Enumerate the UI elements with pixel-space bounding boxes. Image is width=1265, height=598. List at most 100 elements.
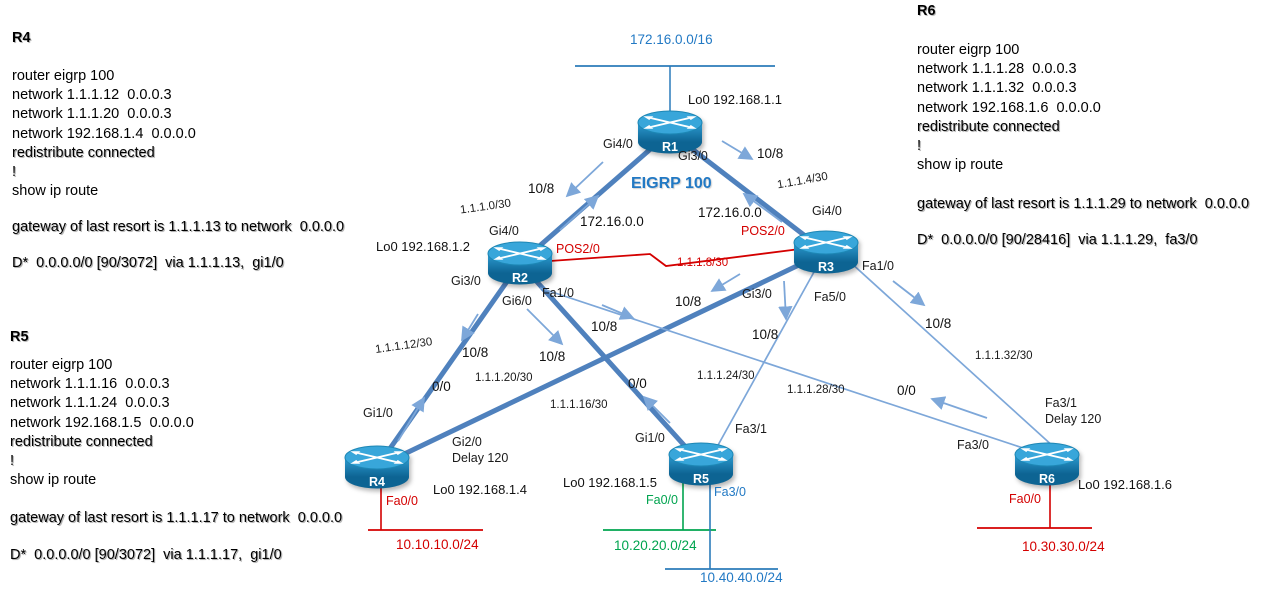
r3-fa1-0-label: Fa1/0 xyxy=(862,259,894,273)
router-name: R2 xyxy=(512,271,528,285)
router-icon: R4 xyxy=(344,445,410,489)
config-line: show ip route xyxy=(12,183,99,200)
router-name: R6 xyxy=(1039,472,1055,486)
router-icon: R2 xyxy=(487,241,553,285)
config-line: redistribute connected xyxy=(917,118,1060,135)
config-line: router eigrp 100 xyxy=(917,42,1020,58)
router-name: R5 xyxy=(693,472,709,486)
r6-loopback-label: Lo0 192.168.1.6 xyxy=(1078,477,1172,492)
r1-gi3-0-label: Gi3/0 xyxy=(678,149,708,163)
link-r3-r6 xyxy=(849,261,1056,449)
config-line: network 1.1.1.12 0.0.0.3 xyxy=(12,87,172,104)
r5-route-line: D* 0.0.0.0/0 [90/3072] via 1.1.1.17, gi1… xyxy=(10,547,282,563)
config-line: router eigrp 100 xyxy=(10,357,113,373)
r5-loopback-label: Lo0 192.168.1.5 xyxy=(563,475,657,490)
arrow-10-8-r2-to-r4 xyxy=(461,313,479,342)
r3-gi4-0-label: Gi4/0 xyxy=(812,204,842,218)
net-1-1-1-20-label: 1.1.1.20/30 xyxy=(475,372,533,384)
r4-route-line: D* 0.0.0.0/0 [90/3072] via 1.1.1.13, gi1… xyxy=(12,255,284,271)
net-1-1-1-8-label: 1.1.1.8/30 xyxy=(677,257,729,269)
r6-fa3-1-label: Fa3/1 xyxy=(1045,396,1077,410)
r5-gi1-0-label: Gi1/0 xyxy=(635,431,665,445)
r4-config-block: R4 router eigrp 100 network 1.1.1.12 0.0… xyxy=(12,30,362,271)
r1-loopback-label: Lo0 192.168.1.1 xyxy=(688,92,782,107)
config-line: redistribute connected xyxy=(12,144,155,161)
r5-config-block: R5 router eigrp 100 network 1.1.1.16 0.0… xyxy=(10,329,360,563)
top-network-label: 172.16.0.0/16 xyxy=(630,32,713,47)
r2-gi6-0-label: Gi6/0 xyxy=(502,294,532,308)
net-1-1-1-24-label: 1.1.1.24/30 xyxy=(697,370,755,382)
config-line: network 1.1.1.28 0.0.0.3 xyxy=(917,61,1077,78)
net-1-1-1-16-label: 1.1.1.16/30 xyxy=(550,399,608,411)
link-r3-r5 xyxy=(716,271,815,448)
router-r3: R3 xyxy=(793,229,859,275)
router-icon: R1 xyxy=(637,110,703,154)
link-r1-r3 xyxy=(668,130,828,254)
diagram-title: EIGRP 100 xyxy=(631,175,712,192)
arrow-10-8-r1-to-r2 xyxy=(565,161,604,198)
r5-config-lines: router eigrp 100 network 1.1.1.16 0.0.0.… xyxy=(10,356,194,490)
r3-pos2-0-label: POS2/0 xyxy=(741,224,785,238)
router-icon: R6 xyxy=(1014,442,1080,486)
router-name: R1 xyxy=(662,140,678,154)
r6-route-line: D* 0.0.0.0/0 [90/28416] via 1.1.1.29, fa… xyxy=(917,232,1198,248)
metric-10-8-r2-r5: 10/8 xyxy=(539,349,566,364)
arrow-172-16-to-r1-right xyxy=(742,192,783,223)
r2-loopback-label: Lo0 192.168.1.2 xyxy=(376,239,470,254)
r2-gi4-0-label: Gi4/0 xyxy=(489,224,519,238)
config-line: network 192.168.1.5 0.0.0.0 xyxy=(10,414,194,431)
config-line: show ip route xyxy=(917,157,1004,174)
config-title-r5: R5 xyxy=(10,329,29,345)
router-icon: R3 xyxy=(793,230,859,274)
metric-10-8-r1-r3: 10/8 xyxy=(757,146,784,161)
gigabit-links xyxy=(374,130,828,470)
config-title-r6: R6 xyxy=(917,3,936,19)
config-line: network 192.168.1.6 0.0.0.0 xyxy=(917,99,1101,116)
metric-10-8-r3-r6: 10/8 xyxy=(925,316,952,331)
adv-172-16-right: 172.16.0.0 xyxy=(698,205,762,220)
r2-fa1-0-label: Fa1/0 xyxy=(542,286,574,300)
r6-fa3-1-delay-label: Delay 120 xyxy=(1045,412,1102,426)
r4-config-lines: router eigrp 100 network 1.1.1.12 0.0.0.… xyxy=(12,67,196,201)
router-name: R3 xyxy=(818,260,834,274)
r2-gi3-0-label: Gi3/0 xyxy=(451,274,481,288)
route-arrows xyxy=(397,140,988,442)
metric-10-8-r1-r2: 10/8 xyxy=(528,181,555,196)
r5-fa3-0-label: Fa3/0 xyxy=(714,485,746,499)
r6-fa0-0-label: Fa0/0 xyxy=(1009,492,1041,506)
r4-gi2-0-delay-label: Delay 120 xyxy=(452,451,509,465)
config-line: network 1.1.1.20 0.0.0.3 xyxy=(12,106,172,123)
config-line: redistribute connected xyxy=(10,433,153,450)
link-r2-r5 xyxy=(518,261,703,466)
arrow-0-0-r6-to-r2 xyxy=(930,396,988,419)
net-1-1-1-32-label: 1.1.1.32/30 xyxy=(975,350,1033,362)
config-line: ! xyxy=(12,164,17,181)
config-title-r4: R4 xyxy=(12,30,31,46)
r6-fa3-0-label: Fa3/0 xyxy=(957,438,989,452)
arrow-172-16-to-r1-left xyxy=(559,194,600,231)
r2-pos2-0-label: POS2/0 xyxy=(556,242,600,256)
r5-lan2-network-label: 10.40.40.0/24 xyxy=(700,570,783,585)
r4-gateway-line: gateway of last resort is 1.1.1.13 to ne… xyxy=(12,219,345,235)
arrow-10-8-r3-to-r4 xyxy=(710,273,741,292)
arrow-10-8-r1-to-r3 xyxy=(721,140,754,160)
arrow-10-8-r2-to-r6 xyxy=(601,304,635,320)
arrow-10-8-r2-to-r5 xyxy=(526,308,564,346)
metric-10-8-r2-r6: 10/8 xyxy=(591,319,618,334)
config-line: network 192.168.1.4 0.0.0.0 xyxy=(12,125,196,142)
adv-172-16-left: 172.16.0.0 xyxy=(580,214,644,229)
default-0-0-r5: 0/0 xyxy=(628,376,647,391)
r3-fa5-0-label: Fa5/0 xyxy=(814,290,846,304)
link-r2-r3-serial xyxy=(549,248,801,267)
metric-10-8-r3-r5: 10/8 xyxy=(752,327,779,342)
config-line: network 1.1.1.32 0.0.0.3 xyxy=(917,80,1077,97)
arrow-10-8-r3-to-r6 xyxy=(892,280,926,307)
router-icon: R5 xyxy=(668,442,734,486)
r4-gi2-0-label: Gi2/0 xyxy=(452,435,482,449)
arrow-0-0-r4-to-r2 xyxy=(397,396,425,442)
default-0-0-r4: 0/0 xyxy=(432,379,451,394)
link-r3-r4 xyxy=(375,249,828,470)
r6-config-block: R6 router eigrp 100 network 1.1.1.28 0.0… xyxy=(917,3,1262,248)
r6-lan-network-label: 10.30.30.0/24 xyxy=(1022,539,1105,554)
